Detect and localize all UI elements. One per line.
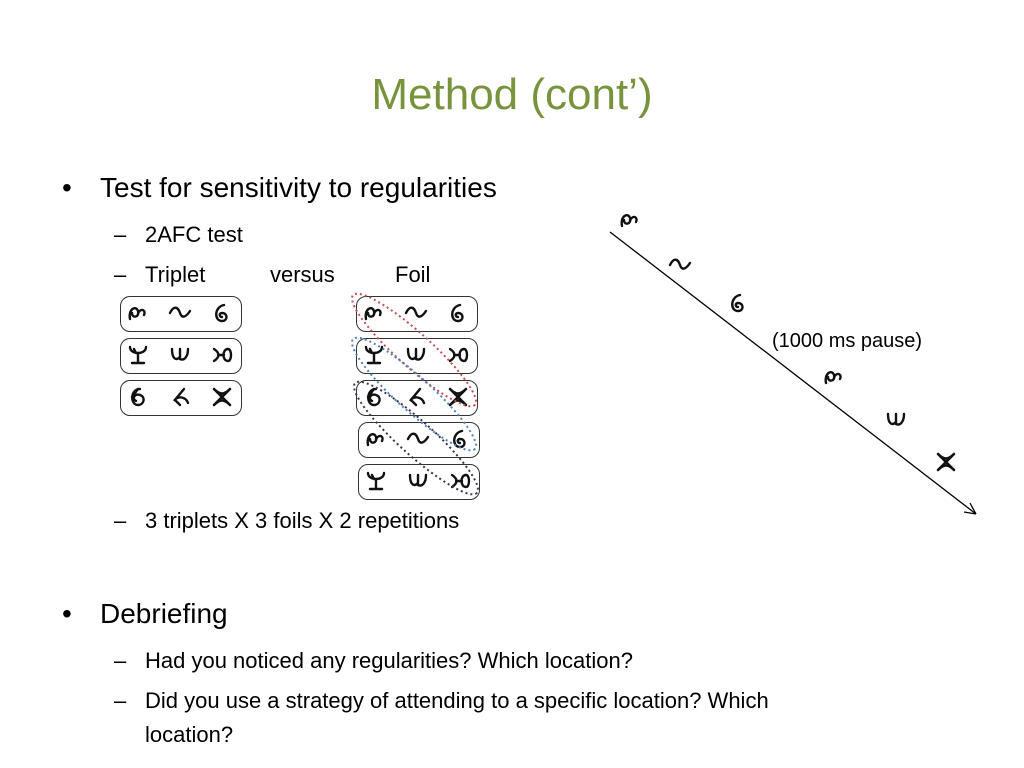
dash-marker: –: [114, 508, 127, 533]
symbol-h: [408, 387, 426, 407]
bullet-test-sensitivity: Test for sensitivity to regularities: [100, 172, 497, 203]
label-versus: versus: [270, 262, 335, 287]
label-foil: Foil: [395, 262, 431, 287]
timeline-symbol-1: [620, 213, 638, 228]
symbol-f: [448, 347, 469, 363]
symbol-e: [170, 347, 190, 361]
symbol-d: [128, 345, 148, 365]
symbol-b: [406, 432, 430, 444]
symbol-d: [364, 345, 384, 365]
symbol-d: [366, 471, 386, 491]
symbol-b: [404, 306, 428, 318]
symbol-f: [212, 347, 233, 363]
dash-marker: –: [114, 262, 127, 287]
symbol-f: [450, 473, 471, 489]
label-triplet: Triplet: [145, 262, 206, 287]
timeline-symbol-2: [668, 258, 692, 270]
symbol-c: [215, 303, 228, 323]
bullet-marker: •: [62, 598, 72, 629]
symbol-i: [212, 387, 232, 407]
timeline-symbol-5: [886, 412, 906, 426]
timeline-symbol-6: [936, 452, 956, 472]
symbol-b: [168, 306, 192, 318]
dash-marker: –: [114, 222, 127, 247]
bullet-debriefing: Debriefing: [100, 598, 228, 629]
bullet-marker: •: [62, 172, 72, 203]
ellipse-red: [351, 292, 477, 408]
subitem-repetitions: 3 triplets X 3 foils X 2 repetitions: [145, 508, 460, 533]
symbol-g: [366, 387, 381, 407]
symbol-g: [130, 387, 145, 407]
slide-title: Method (cont’): [371, 70, 653, 119]
symbol-a: [364, 306, 382, 321]
symbol-h: [172, 387, 190, 407]
arrowhead-icon: [963, 502, 977, 515]
symbol-a: [366, 432, 384, 447]
dash-marker: –: [114, 688, 127, 713]
symbol-a: [128, 306, 146, 321]
symbol-c: [451, 303, 464, 323]
timeline-symbol-3: [731, 293, 744, 313]
symbol-i: [448, 387, 468, 407]
subitem-strategy-cont: location?: [145, 722, 234, 747]
symbol-e: [408, 473, 428, 487]
timeline-symbol-4: [824, 370, 842, 385]
timeline-arrow: [609, 231, 977, 515]
ellipse-purple: [353, 380, 479, 496]
pause-label: (1000 ms pause): [772, 330, 923, 352]
ellipse-blue: [351, 336, 477, 452]
subitem-2afc: 2AFC test: [145, 222, 243, 247]
subitem-noticed: Had you noticed any regularities? Which …: [145, 648, 633, 673]
dash-marker: –: [114, 648, 127, 673]
subitem-strategy: Did you use a strategy of attending to a…: [145, 688, 769, 713]
symbol-e: [406, 347, 426, 361]
